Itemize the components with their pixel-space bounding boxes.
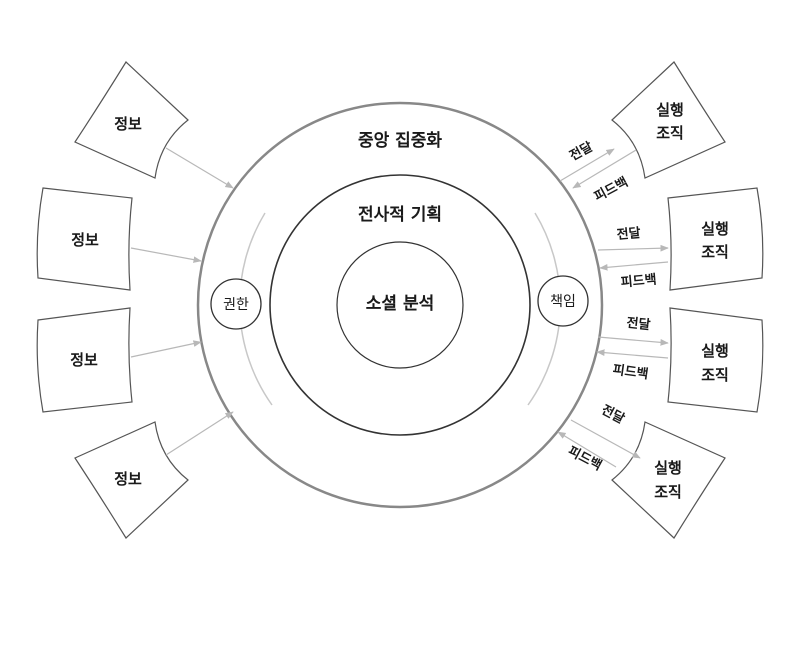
authority-node xyxy=(210,278,262,330)
middle-ring-label: 전사적 기획 xyxy=(358,205,442,225)
outer-ring-label: 중앙 집중화 xyxy=(358,131,442,151)
responsibility-node xyxy=(537,275,589,327)
send-label: 전달 xyxy=(616,225,641,243)
responsibility-node-label: 책임 xyxy=(550,294,576,310)
send-arrow xyxy=(597,336,669,346)
svg-text:실행: 실행 xyxy=(656,101,684,119)
svg-text:조직: 조직 xyxy=(701,366,729,384)
exec-box: 실행 조직 xyxy=(667,187,764,291)
info-arrow xyxy=(130,247,202,263)
feedback-arrow xyxy=(599,261,669,271)
svg-text:정보: 정보 xyxy=(70,351,98,369)
inner-ring xyxy=(336,241,464,369)
svg-text:정보: 정보 xyxy=(114,115,142,133)
feedback-arrow xyxy=(572,149,637,189)
authority-node-label: 권한 xyxy=(223,297,249,313)
svg-text:조직: 조직 xyxy=(656,124,684,142)
svg-text:정보: 정보 xyxy=(71,231,99,249)
info-arrow xyxy=(165,411,234,456)
info-box: 정보 xyxy=(74,61,189,179)
svg-text:조직: 조직 xyxy=(654,483,682,501)
exec-box: 실행 조직 xyxy=(611,61,726,179)
feedback-label: 피드백 xyxy=(592,175,631,205)
exec-box: 실행 조직 xyxy=(667,307,764,413)
info-arrow xyxy=(165,147,234,189)
middle-ring xyxy=(269,174,531,436)
send-label: 전달 xyxy=(626,315,652,333)
send-arrow xyxy=(597,244,669,252)
info-box: 정보 xyxy=(74,421,189,539)
info-box: 정보 xyxy=(36,307,133,413)
feedback-arrow xyxy=(596,349,669,359)
feedback-label: 피드백 xyxy=(612,363,650,383)
svg-text:실행: 실행 xyxy=(701,220,729,238)
svg-text:실행: 실행 xyxy=(654,459,682,477)
send-arrow xyxy=(570,419,641,459)
feedback-label: 피드백 xyxy=(620,272,657,290)
info-arrow xyxy=(130,340,202,358)
inner-ring-label: 소셜 분석 xyxy=(366,294,434,314)
svg-text:정보: 정보 xyxy=(114,470,142,488)
send-label: 전달 xyxy=(567,139,596,164)
info-box: 정보 xyxy=(36,187,133,291)
outer-ring xyxy=(196,101,604,509)
svg-text:실행: 실행 xyxy=(701,342,729,360)
exec-box: 실행 조직 xyxy=(611,421,726,539)
svg-text:조직: 조직 xyxy=(701,243,729,261)
send-label: 전달 xyxy=(599,402,628,427)
feedback-arrow xyxy=(557,431,617,468)
send-arrow xyxy=(559,148,615,182)
